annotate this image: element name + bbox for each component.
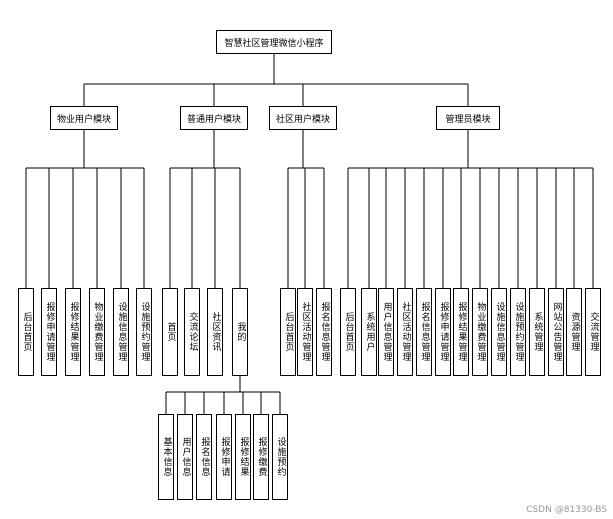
module-1-child-3-label: 我的 (235, 322, 246, 342)
module-0-child-3-label: 物业缴费管理 (92, 302, 103, 362)
mine-child-3: 报修申请 (216, 414, 232, 500)
module-1-child-2-label: 社区资讯 (210, 312, 221, 352)
module-3-child-4-label: 报名信息管理 (419, 302, 430, 362)
mine-child-5: 报修缴费 (253, 414, 269, 500)
module-box-0: 物业用户模块 (50, 106, 118, 130)
module-0-child-0: 后台首页 (18, 288, 34, 376)
mine-child-0-label: 基本信息 (161, 437, 172, 477)
module-3-child-13-label: 交流管理 (588, 312, 599, 352)
module-0-child-5: 设施预约管理 (136, 288, 152, 376)
module-3-child-1-label: 系统用户 (364, 312, 375, 352)
module-3-child-10: 系统管理 (529, 288, 545, 376)
module-1-child-0: 首页 (162, 288, 178, 376)
module-0-child-2: 报修结果管理 (65, 288, 81, 376)
module-3-child-5: 报修申请管理 (435, 288, 451, 376)
module-3-child-8: 设施信息管理 (491, 288, 507, 376)
mine-child-2: 报名信息 (196, 414, 212, 500)
module-0-child-0-label: 后台首页 (21, 312, 32, 352)
mine-child-2-label: 报名信息 (199, 437, 210, 477)
module-1-child-2: 社区资讯 (207, 288, 223, 376)
mine-child-6-label: 设施预约 (275, 437, 286, 477)
module-3-child-5-label: 报修申请管理 (438, 302, 449, 362)
module-2-child-2-label: 报名信息管理 (319, 302, 330, 362)
module-3-child-2: 用户信息管理 (378, 288, 394, 376)
module-3-child-13: 交流管理 (585, 288, 601, 376)
module-3-child-7-label: 物业缴费管理 (475, 302, 486, 362)
module-3-child-6: 报修结果管理 (453, 288, 469, 376)
module-3-child-9-label: 设施预约管理 (513, 302, 524, 362)
module-box-2-label: 社区用户模块 (275, 114, 330, 125)
module-3-child-3: 社区活动管理 (397, 288, 413, 376)
module-2-child-0-label: 后台首页 (283, 312, 294, 352)
module-1-child-0-label: 首页 (165, 322, 176, 342)
module-box-1-label: 普通用户模块 (186, 114, 241, 125)
module-0-child-3: 物业缴费管理 (89, 288, 105, 376)
watermark: CSDN @81330-BS (526, 505, 607, 515)
module-3-child-8-label: 设施信息管理 (494, 302, 505, 362)
module-3-child-6-label: 报修结果管理 (456, 302, 467, 362)
module-3-child-11: 网站公告管理 (548, 288, 564, 376)
mine-child-4: 报修结果 (235, 414, 251, 500)
module-3-child-1: 系统用户 (361, 288, 377, 376)
module-0-child-1: 报修申请管理 (41, 288, 57, 376)
mine-child-5-label: 报修缴费 (256, 437, 267, 477)
mine-child-1: 用户信息 (177, 414, 193, 500)
module-0-child-4-label: 设施信息管理 (116, 302, 127, 362)
module-2-child-0: 后台首页 (280, 288, 296, 376)
module-3-child-11-label: 网站公告管理 (551, 302, 562, 362)
module-3-child-12-label: 资源管理 (569, 312, 580, 352)
mine-child-1-label: 用户信息 (180, 437, 191, 477)
system-title: 智慧社区管理微信小程序 (224, 38, 324, 49)
module-2-child-1-label: 社区活动管理 (300, 302, 311, 362)
module-1-child-3: 我的 (232, 288, 248, 376)
module-1-child-1: 交流论坛 (184, 288, 200, 376)
mine-child-4-label: 报修结果 (238, 437, 249, 477)
module-3-child-2-label: 用户信息管理 (381, 302, 392, 362)
module-box-3-label: 管理员模块 (445, 114, 491, 125)
mine-child-0: 基本信息 (158, 414, 174, 500)
module-box-2: 社区用户模块 (269, 106, 337, 130)
module-3-child-4: 报名信息管理 (416, 288, 432, 376)
mine-child-3-label: 报修申请 (219, 437, 230, 477)
module-0-child-4: 设施信息管理 (113, 288, 129, 376)
module-0-child-2-label: 报修结果管理 (68, 302, 79, 362)
module-3-child-9: 设施预约管理 (510, 288, 526, 376)
module-3-child-7: 物业缴费管理 (472, 288, 488, 376)
module-1-child-1-label: 交流论坛 (187, 312, 198, 352)
module-3-child-10-label: 系统管理 (532, 312, 543, 352)
module-3-child-3-label: 社区活动管理 (400, 302, 411, 362)
mine-child-6: 设施预约 (272, 414, 288, 500)
module-box-0-label: 物业用户模块 (56, 114, 111, 125)
module-3-child-0-label: 后台首页 (343, 312, 354, 352)
module-3-child-0: 后台首页 (340, 288, 356, 376)
system-title-box: 智慧社区管理微信小程序 (216, 30, 332, 54)
module-0-child-5-label: 设施预约管理 (139, 302, 150, 362)
module-box-1: 普通用户模块 (180, 106, 248, 130)
module-box-3: 管理员模块 (436, 106, 500, 130)
module-2-child-2: 报名信息管理 (316, 288, 332, 376)
module-2-child-1: 社区活动管理 (297, 288, 313, 376)
module-3-child-12: 资源管理 (566, 288, 582, 376)
module-0-child-1-label: 报修申请管理 (44, 302, 55, 362)
